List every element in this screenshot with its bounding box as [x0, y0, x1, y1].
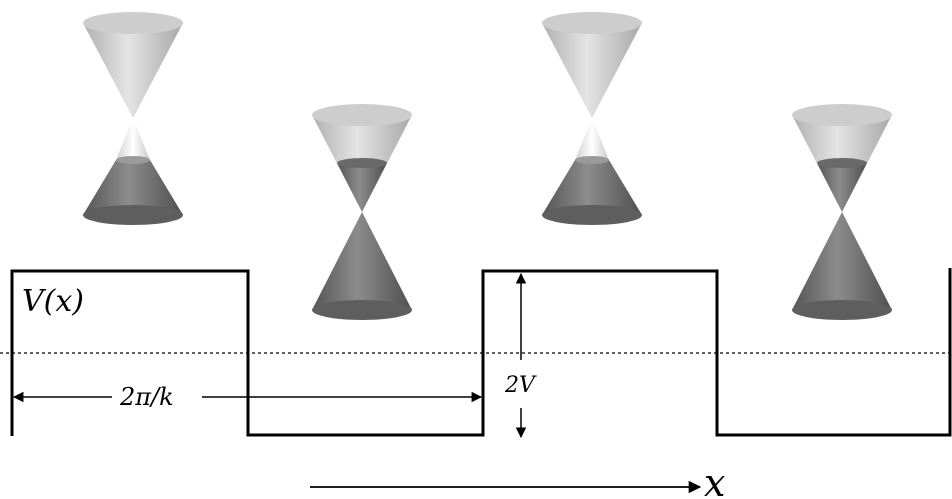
dirac-cone-4	[792, 104, 892, 320]
period-label: 2π/k	[119, 383, 174, 411]
amplitude-label: 2V	[504, 373, 537, 398]
period-label-bg	[112, 382, 202, 412]
dirac-cone-2	[312, 104, 412, 320]
dirac-cone-1	[83, 12, 183, 225]
x-axis-label: x	[704, 461, 725, 499]
potential-label: V(x)	[22, 284, 84, 319]
dirac-cone-3	[542, 12, 642, 225]
